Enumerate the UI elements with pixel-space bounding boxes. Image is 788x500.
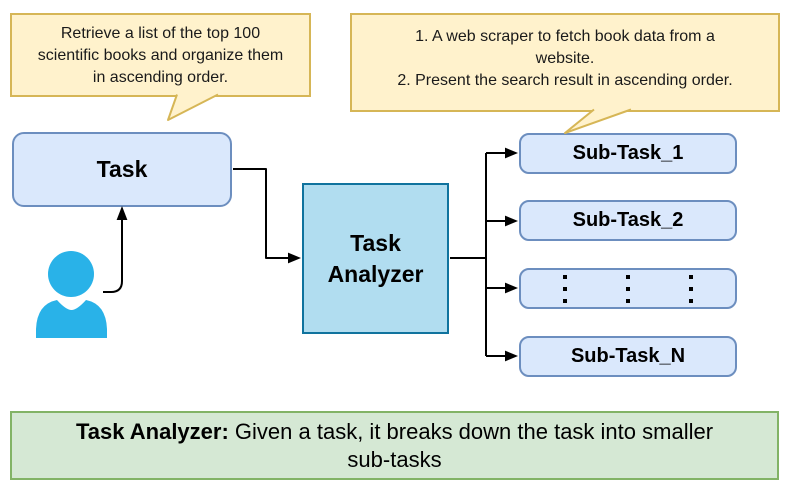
callout-subtask-line: 2. Present the search result in ascendin… [397, 72, 733, 89]
arrowhead-task-to-analyzer [288, 252, 301, 264]
arrowhead-subtask-ellipsis [505, 282, 518, 294]
legend-box: Task Analyzer: Given a task, it breaks d… [10, 411, 779, 480]
vertical-ellipsis-icon [626, 274, 630, 303]
callout-task-tail [167, 93, 219, 121]
legend-text: Task Analyzer: Given a task, it breaks d… [65, 418, 725, 474]
arrowhead-subtask-n [505, 350, 518, 362]
legend-body: Given a task, it breaks down the task in… [234, 418, 714, 472]
callout-subtask-tail [564, 108, 632, 134]
user-icon [36, 251, 107, 338]
task-analyzer-label: Task Analyzer [327, 229, 424, 287]
legend-title: Task Analyzer: [75, 418, 229, 444]
vertical-ellipsis-icon [689, 274, 693, 303]
subtask-n-label: Sub-Task_N [570, 345, 686, 367]
task-analyzer-node: Task Analyzer [302, 183, 449, 334]
arrowhead-subtask-1 [505, 147, 518, 159]
callout-subtask-line: website. [535, 50, 595, 67]
connector-task-to-analyzer [233, 168, 288, 259]
subtask-n-node: Sub-Task_N [519, 336, 737, 377]
callout-subtask-line: 1. A web scraper to fetch book data from… [415, 28, 715, 45]
connector-user-to-task [103, 212, 123, 293]
vertical-ellipsis-icon [563, 274, 567, 303]
callout-task-line: in ascending order. [92, 69, 229, 86]
subtask-2-label: Sub-Task_2 [572, 209, 684, 231]
callout-task-description: Retrieve a list of the top 100 scientifi… [10, 13, 311, 97]
subtask-1-node: Sub-Task_1 [519, 133, 737, 174]
arrowhead-subtask-2 [505, 215, 518, 227]
task-node: Task [12, 132, 232, 207]
subtask-1-label: Sub-Task_1 [572, 142, 684, 164]
callout-task-line: scientific books and organize them [37, 47, 284, 64]
subtask-ellipsis-node [519, 268, 737, 309]
subtask-2-node: Sub-Task_2 [519, 200, 737, 241]
callout-subtask-list: 1. A web scraper to fetch book data from… [350, 13, 780, 112]
arrowhead-user-to-task [116, 206, 128, 220]
callout-task-line: Retrieve a list of the top 100 [60, 25, 261, 42]
task-node-label: Task [96, 156, 148, 182]
